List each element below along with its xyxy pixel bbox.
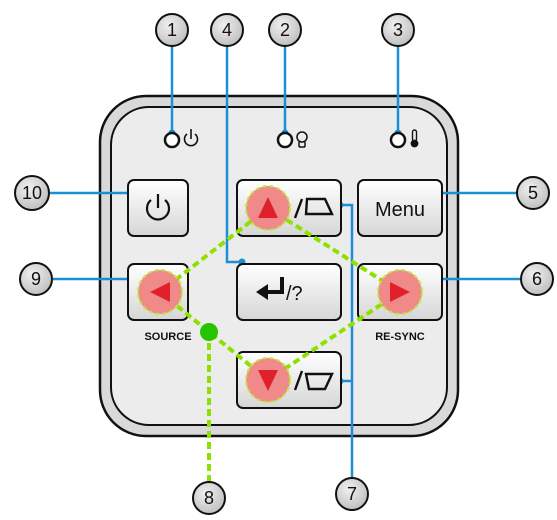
- enter-arrow-icon: [256, 277, 284, 300]
- callout-6: 6: [520, 262, 554, 296]
- keystone-down-icon: [293, 370, 334, 391]
- power-led: [163, 129, 199, 149]
- triangle-down-icon: [258, 370, 278, 391]
- svg-text:4: 4: [222, 20, 232, 40]
- keystone-up-icon: [293, 197, 334, 219]
- svg-text:7: 7: [347, 484, 357, 504]
- lamp-led-light: [276, 131, 294, 149]
- svg-text:10: 10: [22, 183, 42, 203]
- triangle-up-icon: [258, 197, 278, 218]
- right-arrow: [377, 269, 423, 315]
- power-led-icon: [183, 129, 199, 147]
- svg-text:5: 5: [528, 183, 538, 203]
- source-label: SOURCE: [144, 331, 191, 343]
- lamp-led: [276, 131, 308, 149]
- callout-8: 8: [192, 481, 226, 515]
- dpad-junction-dot: [200, 323, 218, 341]
- svg-text:1: 1: [167, 20, 177, 40]
- callout-2: 2: [268, 13, 302, 47]
- svg-text:2: 2: [280, 20, 290, 40]
- lightbulb-icon: [296, 131, 308, 148]
- callout-3: 3: [381, 13, 415, 47]
- leader-keystone: [340, 203, 354, 478]
- svg-text:8: 8: [204, 488, 214, 508]
- up-arrow: [245, 185, 291, 231]
- callout-9: 9: [19, 262, 53, 296]
- power-led-light: [163, 131, 181, 149]
- callout-5: 5: [516, 176, 550, 210]
- menu-button[interactable]: Menu: [357, 179, 443, 237]
- thermometer-icon: [410, 129, 419, 148]
- callout-1: 1: [155, 13, 189, 47]
- temp-led-light: [389, 131, 407, 149]
- power-button[interactable]: [127, 179, 189, 237]
- svg-text:9: 9: [31, 269, 41, 289]
- leader-lines: [50, 45, 521, 478]
- left-arrow: [137, 269, 183, 315]
- callout-7: 7: [335, 477, 369, 511]
- callout-4: 4: [210, 13, 244, 47]
- svg-text:3: 3: [393, 20, 403, 40]
- power-button-icon: [145, 194, 171, 221]
- callout-10: 10: [14, 175, 50, 211]
- triangle-left-icon: [150, 282, 170, 302]
- menu-button-label: Menu: [375, 199, 425, 221]
- temp-led: [389, 129, 419, 149]
- leader-help: [225, 45, 242, 264]
- help-button[interactable]: /?: [236, 263, 342, 321]
- triangle-right-icon: [390, 282, 410, 302]
- down-arrow: [245, 357, 291, 403]
- svg-text:6: 6: [532, 269, 542, 289]
- help-button-label: /?: [286, 283, 303, 305]
- resync-label: RE-SYNC: [375, 331, 425, 343]
